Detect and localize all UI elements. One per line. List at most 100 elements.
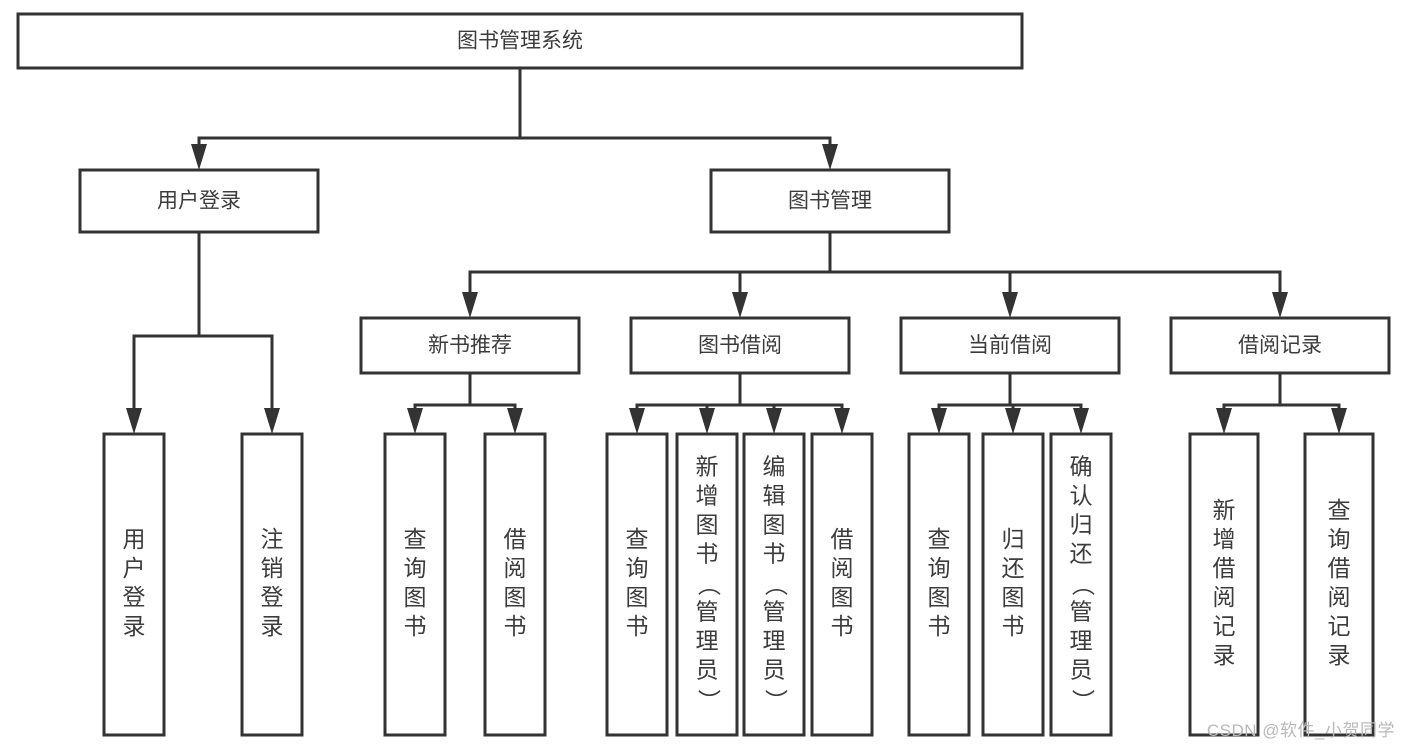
connector-conn-book-manage-level2 <box>462 230 1288 318</box>
node-user-login[interactable]: 用户登录 <box>78 168 320 234</box>
node-label-char: 员 <box>763 657 786 683</box>
node-label-char: 理 <box>1070 628 1093 654</box>
node-label-char: 记 <box>1213 613 1236 639</box>
node-label-char: 询 <box>404 555 427 581</box>
node-label-char: 销 <box>261 555 284 581</box>
node-label-char: 阅 <box>504 555 527 581</box>
node-label-char: 录 <box>261 613 284 639</box>
connector-conn-current-borrow-leaves <box>931 371 1089 434</box>
node-root[interactable]: 图书管理系统 <box>16 12 1024 70</box>
node-label-char: ） <box>696 689 722 712</box>
node-label-char: 书 <box>1002 613 1025 639</box>
node-label-char: 增 <box>696 483 719 509</box>
node-label-char: 书 <box>928 613 951 639</box>
node-label-char: 图 <box>763 512 786 538</box>
node-label-char: 图 <box>626 584 649 610</box>
node-label-char: 编 <box>763 454 786 480</box>
node-label-char: 登 <box>261 584 284 610</box>
node-label-char: （ <box>696 573 722 596</box>
connector-conn-user-login-leaves <box>126 230 280 434</box>
node-label: 图书借阅 <box>698 334 782 357</box>
node-label-char: 登 <box>123 584 146 610</box>
node-label-char: 查 <box>626 526 649 552</box>
node-label-char: 阅 <box>1328 584 1351 610</box>
node-label-char: 管 <box>763 599 786 625</box>
node-book-manage[interactable]: 图书管理 <box>709 168 951 234</box>
node-label-char: 员 <box>1070 657 1093 683</box>
node-label-char: 理 <box>696 628 719 654</box>
node-label-char: 询 <box>626 555 649 581</box>
node-label-char: 理 <box>763 628 786 654</box>
node-label-char: 阅 <box>831 555 854 581</box>
node-label-char: 归 <box>1002 526 1025 552</box>
node-current-borrow[interactable]: 当前借阅 <box>899 316 1121 375</box>
connector-conn-borrow-record-leaves <box>1216 371 1347 434</box>
node-leaf-user-login[interactable]: 用户登录 <box>102 432 166 737</box>
connections-layer <box>126 66 1347 434</box>
node-label-char: 注 <box>261 526 284 552</box>
node-label-char: 借 <box>831 526 854 552</box>
node-label-char: 还 <box>1002 555 1025 581</box>
node-borrow-record[interactable]: 借阅记录 <box>1169 316 1391 375</box>
node-label-char: 书 <box>504 613 527 639</box>
node-label-char: 新 <box>696 454 719 480</box>
node-label-char: 归 <box>1070 512 1093 538</box>
node-label-char: ） <box>763 689 789 712</box>
node-new-book-rec[interactable]: 新书推荐 <box>359 316 581 375</box>
node-label-char: 用 <box>123 526 146 552</box>
connector-conn-new-book-rec-leaves <box>407 371 523 434</box>
node-label: 新书推荐 <box>428 334 512 357</box>
node-label: 用户登录 <box>157 190 241 213</box>
node-label-vertical: 用户登录 <box>123 526 146 639</box>
node-label-char: 确 <box>1070 454 1093 480</box>
connector-conn-book-borrow-leaves <box>629 371 850 434</box>
node-label: 图书管理 <box>788 190 872 213</box>
node-label-char: ） <box>1070 689 1096 712</box>
node-label-char: （ <box>1070 573 1096 596</box>
node-label-char: 图 <box>696 512 719 538</box>
node-label-char: 户 <box>123 555 146 581</box>
node-label-char: 书 <box>404 613 427 639</box>
node-label-char: 新 <box>1213 497 1236 523</box>
node-book-borrow[interactable]: 图书借阅 <box>629 316 851 375</box>
node-label-char: 书 <box>763 541 786 567</box>
node-label-char: 录 <box>123 613 146 639</box>
node-label-char: 管 <box>1070 599 1093 625</box>
watermark-label: CSDN @软件_小贺同学 <box>1206 721 1395 740</box>
node-label-char: 录 <box>1213 642 1236 668</box>
node-label-char: 录 <box>1328 642 1351 668</box>
node-label-char: 辑 <box>763 483 786 509</box>
node-label-char: 查 <box>404 526 427 552</box>
node-label-char: 增 <box>1213 526 1236 552</box>
node-label-char: 查 <box>1328 497 1351 523</box>
node-label-char: （ <box>763 573 789 596</box>
node-label-char: 阅 <box>1213 584 1236 610</box>
node-label-char: 借 <box>504 526 527 552</box>
node-label-char: 图 <box>1002 584 1025 610</box>
node-label-char: 认 <box>1070 483 1093 509</box>
node-label-char: 询 <box>1328 526 1351 552</box>
node-label-char: 书 <box>696 541 719 567</box>
